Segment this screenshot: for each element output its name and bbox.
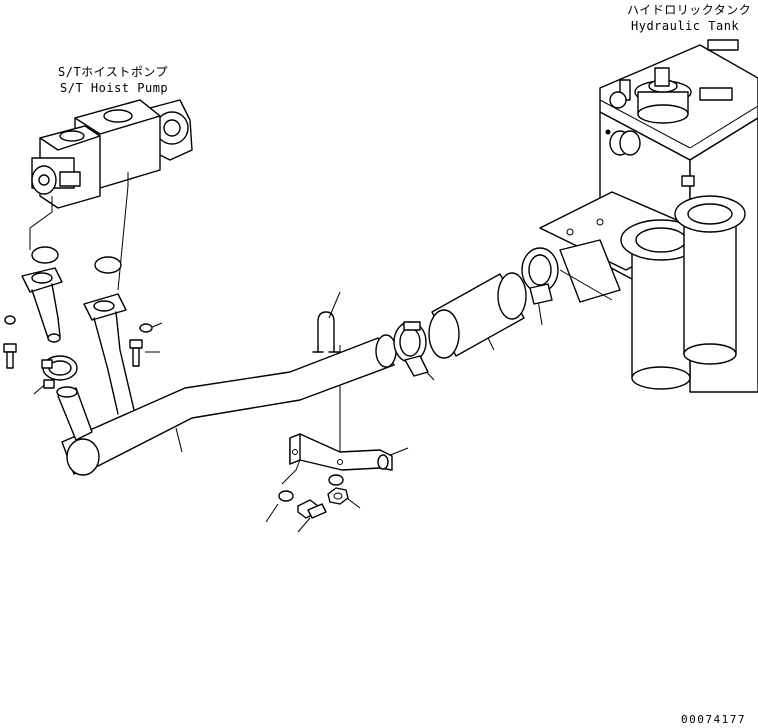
hose-clamp-left: [41, 355, 78, 389]
pipe-bracket: [289, 433, 393, 471]
rubber-hose: [428, 272, 527, 359]
o-ring-right: [94, 256, 122, 274]
hoist-pump-label-jp: S/Tホイストポンプ: [58, 65, 168, 79]
o-ring-left: [31, 246, 59, 264]
drawing-number: 00074177: [681, 713, 746, 726]
washer-mid: [139, 323, 153, 333]
hydraulic-tank-label-en: Hydraulic Tank: [631, 19, 740, 33]
suction-tube-right: [83, 293, 135, 415]
suction-tube-left: [21, 267, 63, 343]
washer-bottom: [278, 490, 294, 502]
hoist-pump: [31, 99, 193, 209]
bolt-mid: [129, 339, 143, 367]
hose-clamp-mid: [393, 321, 429, 377]
washer-left: [4, 315, 16, 325]
nut-bottom: [327, 487, 349, 505]
bolt-bottom: [297, 499, 327, 519]
spring-washer-bottom: [328, 474, 344, 486]
hoist-pump-label-en: S/T Hoist Pump: [60, 81, 169, 95]
leader-lines: [29, 185, 543, 533]
main-suction-pipe: [56, 334, 397, 476]
hydraulic-tank-label-jp: ハイドロリックタンク: [627, 3, 752, 17]
u-bolt: [312, 311, 340, 353]
bolt-left: [3, 343, 17, 369]
hydraulic-tank: [539, 39, 758, 393]
hose-clamp-right: [521, 247, 559, 305]
